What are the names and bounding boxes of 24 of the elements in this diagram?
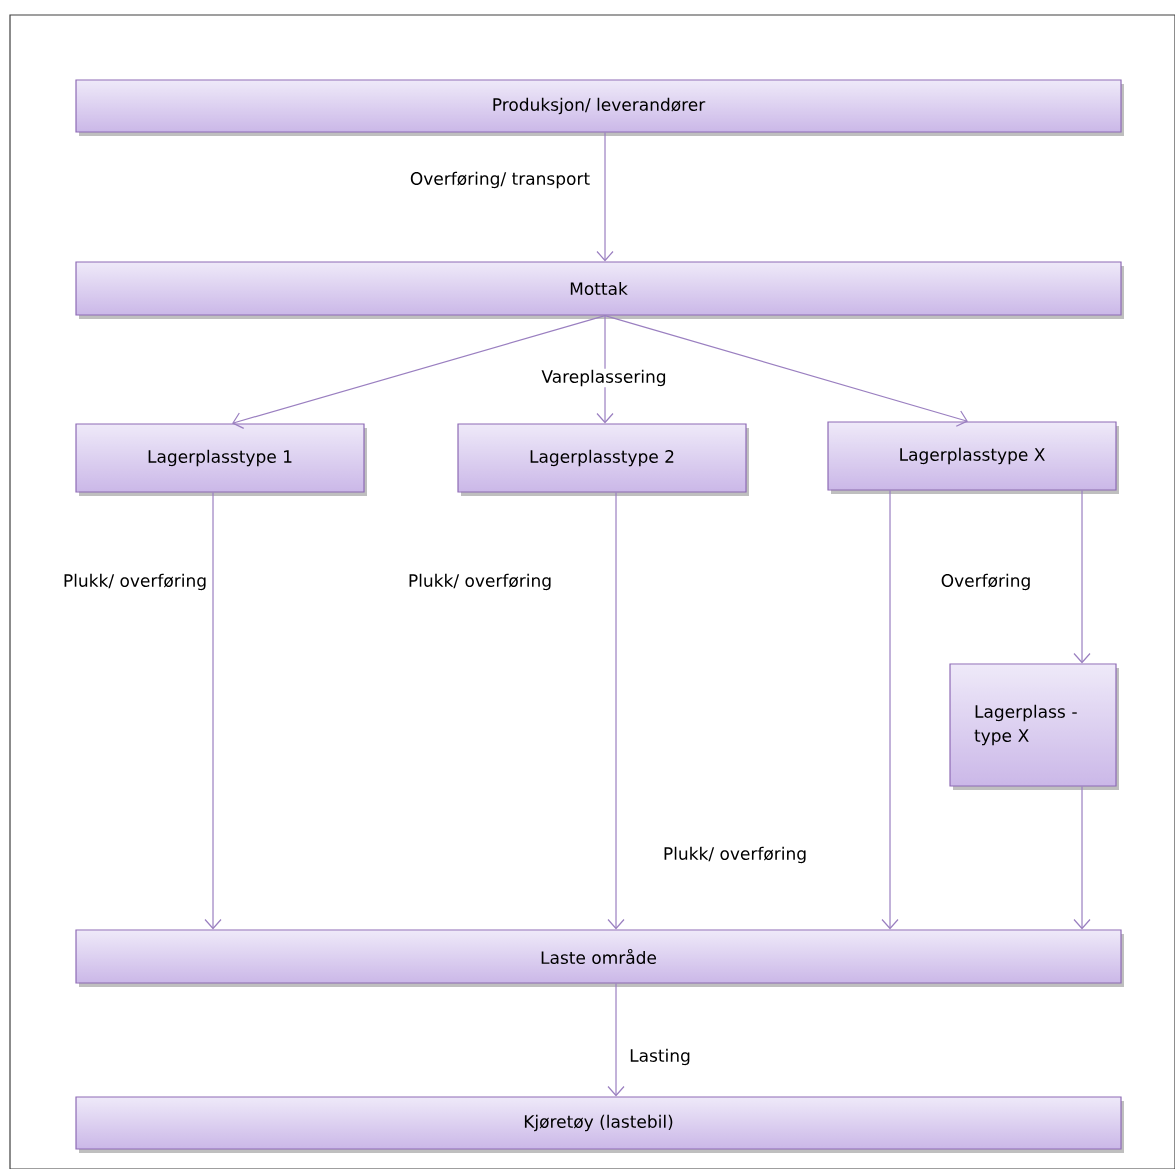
process-box: Laste område: [75, 929, 1124, 987]
arrow: [607, 983, 625, 1097]
process-box: Lagerplasstype X: [827, 421, 1119, 494]
arrow: [607, 492, 625, 930]
arrow: [1073, 490, 1091, 664]
edge-label: Overføring/ transport: [408, 170, 592, 190]
edge-label: Plukk/ overføring: [61, 572, 209, 592]
process-box: Kjøretøy (lastebil): [75, 1096, 1124, 1153]
edge-label: Lasting: [628, 1047, 692, 1067]
arrow: [881, 490, 899, 930]
arrow: [604, 315, 968, 427]
edge-label: Plukk/ overføring: [661, 845, 809, 865]
edge-label: Vareplassering: [540, 368, 668, 388]
arrow: [1073, 786, 1091, 930]
process-box: Lagerplasstype 2: [457, 423, 749, 496]
edge-label: Plukk/ overføring: [406, 572, 554, 592]
process-box: Lagerplasstype 1: [75, 423, 367, 496]
process-box: Mottak: [75, 261, 1124, 319]
arrow: [596, 132, 614, 262]
process-box: Lagerplass - type X: [949, 663, 1119, 790]
arrow: [204, 492, 222, 930]
edge-label: Overføring: [939, 572, 1033, 592]
arrow: [232, 315, 606, 429]
process-box: Produksjon/ leverandører: [75, 79, 1124, 136]
